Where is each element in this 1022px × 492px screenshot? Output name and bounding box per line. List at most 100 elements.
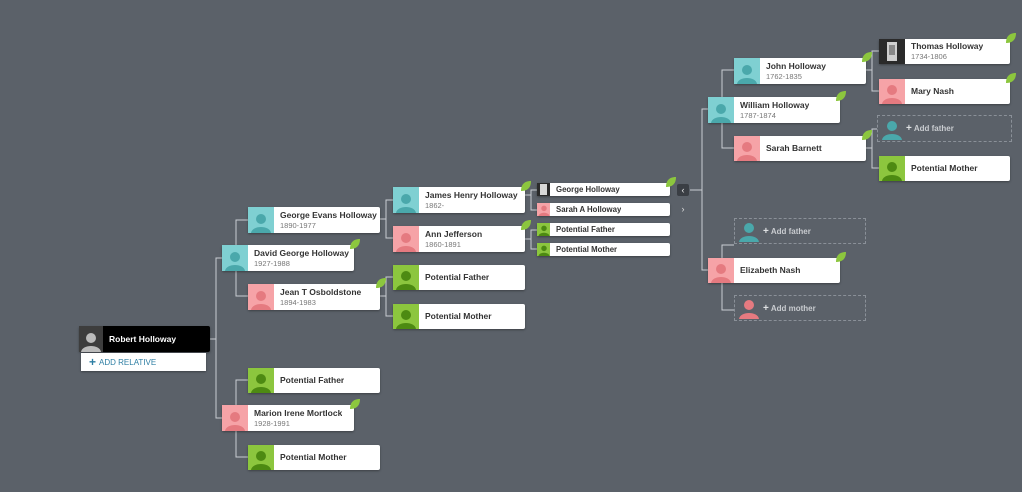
photo-thumbnail-icon: [887, 42, 897, 61]
potential-father-card[interactable]: Potential Father: [393, 265, 525, 290]
chevron-right-icon: ›: [681, 204, 685, 214]
person-name: Potential Mother: [911, 163, 978, 173]
person-card-sarah-barnett[interactable]: Sarah Barnett: [734, 130, 872, 161]
person-dates: 1890-1977: [280, 220, 316, 230]
hint-leaf-icon[interactable]: [835, 90, 847, 102]
hint-leaf-icon[interactable]: [349, 238, 361, 250]
person-name: Potential Mother: [425, 311, 492, 321]
person-card-sarah-a-holloway[interactable]: Sarah A Holloway: [537, 203, 670, 216]
person-dates: 1894-1983: [280, 297, 316, 307]
person-name: Marion Irene Mortlock: [254, 407, 343, 418]
hint-leaf-icon[interactable]: [861, 129, 873, 141]
person-name: Robert Holloway: [109, 333, 177, 344]
expand-arrow-button[interactable]: ›: [677, 203, 689, 215]
female-silhouette-icon: [739, 300, 759, 319]
person-name: Ann Jefferson: [425, 228, 483, 239]
root-person-card[interactable]: Robert Holloway: [79, 326, 210, 352]
person-name: Sarah Barnett: [766, 143, 822, 153]
person-avatar: [393, 304, 419, 329]
potential-father-card[interactable]: Potential Father: [537, 223, 670, 236]
person-name: George Evans Holloway: [280, 209, 377, 220]
person-avatar: [879, 156, 905, 181]
potential-silhouette-icon: [538, 245, 549, 256]
female-silhouette-icon: [882, 85, 902, 104]
potential-silhouette-icon: [251, 374, 271, 393]
person-name: Thomas Holloway: [911, 41, 984, 51]
person-name: Jean T Osboldstone: [280, 286, 362, 297]
person-dates: 1734-1806: [911, 52, 947, 61]
person-card-mary-nash[interactable]: Mary Nash: [879, 73, 1016, 104]
male-silhouette-icon: [251, 214, 271, 233]
potential-mother-card[interactable]: Potential Mother: [879, 156, 1010, 181]
person-avatar: [537, 223, 550, 236]
person-avatar: [393, 265, 419, 290]
hint-leaf-icon[interactable]: [1005, 72, 1017, 84]
add-father-label: Add father: [770, 226, 811, 236]
hint-leaf-icon[interactable]: [349, 398, 361, 410]
person-avatar: [248, 368, 274, 393]
person-name: Potential Mother: [280, 452, 347, 462]
person-name: James Henry Holloway: [425, 189, 518, 200]
male-silhouette-icon: [711, 104, 731, 123]
hint-leaf-icon[interactable]: [375, 277, 387, 289]
potential-mother-card[interactable]: Potential Mother: [537, 243, 670, 256]
add-mother-label: Add mother: [770, 303, 816, 313]
plus-icon: +: [906, 123, 912, 134]
person-card-george-holloway[interactable]: George Holloway: [537, 177, 676, 196]
potential-father-card[interactable]: Potential Father: [248, 368, 380, 393]
hint-leaf-icon[interactable]: [835, 251, 847, 263]
female-silhouette-icon: [737, 142, 757, 161]
plus-icon: +: [89, 355, 97, 369]
add-father-slot[interactable]: +Add father: [877, 115, 1012, 142]
male-silhouette-icon: [737, 65, 757, 84]
person-avatar: [734, 58, 760, 84]
person-avatar: [708, 97, 734, 123]
hint-leaf-icon[interactable]: [1005, 32, 1017, 44]
collapse-arrow-button[interactable]: ‹: [677, 184, 689, 196]
person-name: Potential Father: [280, 375, 345, 385]
female-silhouette-icon: [711, 264, 731, 283]
add-mother-slot[interactable]: +Add mother: [734, 295, 866, 321]
person-name: William Holloway: [740, 99, 810, 110]
person-card-elizabeth-nash[interactable]: Elizabeth Nash: [708, 252, 846, 283]
hint-leaf-icon[interactable]: [520, 180, 532, 192]
person-name: David George Holloway: [254, 247, 349, 258]
person-name: Potential Father: [425, 272, 490, 282]
person-dates: 1762-1835: [766, 71, 802, 81]
person-name: Potential Father: [556, 225, 615, 234]
hint-leaf-icon[interactable]: [520, 219, 532, 231]
potential-mother-card[interactable]: Potential Mother: [248, 445, 380, 470]
hint-leaf-icon[interactable]: [861, 51, 873, 63]
person-photo: [879, 39, 905, 64]
add-relative-button[interactable]: + ADD RELATIVE: [81, 353, 206, 371]
person-name: Mary Nash: [911, 86, 954, 96]
potential-silhouette-icon: [251, 451, 271, 470]
male-silhouette-icon: [396, 194, 416, 213]
add-relative-label: ADD RELATIVE: [99, 357, 157, 367]
add-father-slot[interactable]: +Add father: [734, 218, 866, 244]
female-silhouette-icon: [251, 291, 271, 310]
person-name: Sarah A Holloway: [556, 205, 622, 214]
person-name: John Holloway: [766, 60, 826, 71]
person-dates: 1860-1891: [425, 239, 461, 249]
person-avatar: [734, 136, 760, 161]
plus-icon: +: [763, 302, 769, 314]
potential-mother-card[interactable]: Potential Mother: [393, 304, 525, 329]
person-avatar: [222, 245, 248, 271]
person-photo: [537, 183, 550, 196]
potential-silhouette-icon: [396, 310, 416, 329]
person-avatar: [393, 187, 419, 213]
hint-leaf-icon[interactable]: [665, 176, 677, 188]
person-avatar: [879, 79, 905, 104]
person-name: Potential Mother: [556, 245, 618, 254]
male-silhouette-icon: [225, 252, 245, 271]
